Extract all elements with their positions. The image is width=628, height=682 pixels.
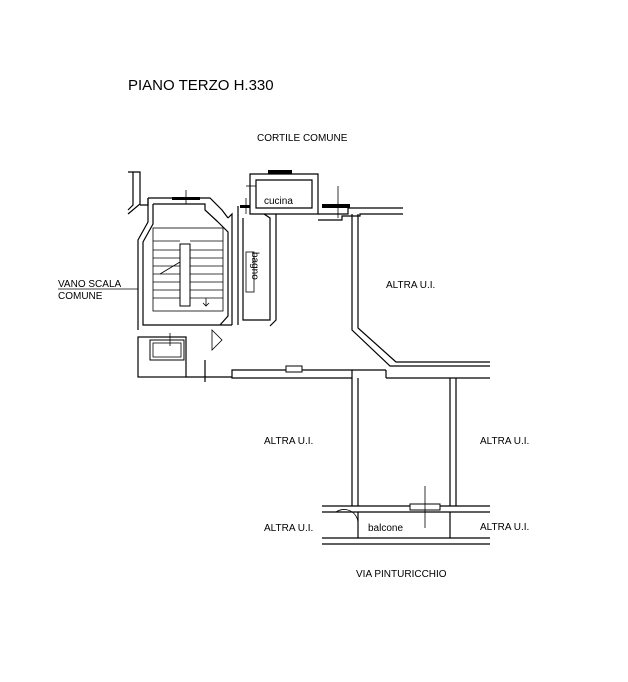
label-comune: COMUNE <box>58 291 103 302</box>
label-cortile-comune: CORTILE COMUNE <box>257 133 348 144</box>
label-street-name: VIA PINTURICCHIO <box>356 569 447 580</box>
plan-title: PIANO TERZO H.330 <box>128 77 274 94</box>
label-vano-scala: VANO SCALA <box>58 279 121 290</box>
label-altra-ui-bottom-right: ALTRA U.I. <box>480 522 529 533</box>
kitchen-bath-zone <box>237 170 403 327</box>
label-altra-ui-middle-right: ALTRA U.I. <box>480 436 529 447</box>
label-balcone: balcone <box>368 523 403 534</box>
label-altra-ui-bottom-left: ALTRA U.I. <box>264 523 313 534</box>
label-cucina: cucina <box>264 196 293 207</box>
label-altra-ui-upper-right: ALTRA U.I. <box>386 280 435 291</box>
stairwell <box>127 171 233 382</box>
label-altra-ui-middle-left: ALTRA U.I. <box>264 436 313 447</box>
main-walls <box>231 214 490 545</box>
label-bagno: bagno <box>249 252 260 280</box>
